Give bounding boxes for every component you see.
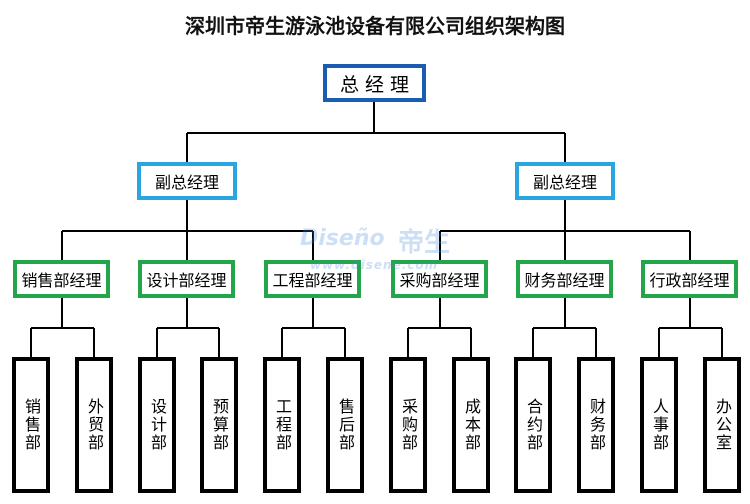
manager-box-sales: 销售部经理 (13, 260, 110, 298)
unit-box-budget: 预算部 (200, 357, 238, 493)
manager-box-purchasing: 采购部经理 (391, 260, 488, 298)
unit-box-office: 办公室 (703, 357, 741, 493)
unit-box-purchasing: 采购部 (389, 357, 427, 493)
unit-box-cost: 成本部 (452, 357, 490, 493)
unit-box-finance: 财务部 (577, 357, 615, 493)
general-manager-box: 总经理 (323, 64, 426, 102)
unit-box-design: 设计部 (138, 357, 176, 493)
manager-box-design: 设计部经理 (138, 260, 235, 298)
unit-box-foreign-trade: 外贸部 (75, 357, 113, 493)
manager-box-admin: 行政部经理 (641, 260, 738, 298)
chart-title: 深圳市帝生游泳池设备有限公司组织架构图 (185, 14, 565, 38)
unit-box-sales: 销售部 (12, 357, 50, 493)
unit-box-contracts: 合约部 (514, 357, 552, 493)
manager-box-finance: 财务部经理 (516, 260, 613, 298)
deputy-manager-box: 副总经理 (515, 162, 615, 200)
deputy-manager-box: 副总经理 (137, 162, 237, 200)
unit-box-engineering: 工程部 (263, 357, 301, 493)
unit-box-after-sales: 售后部 (326, 357, 364, 493)
unit-box-hr: 人事部 (640, 357, 678, 493)
manager-box-engineering: 工程部经理 (264, 260, 361, 298)
